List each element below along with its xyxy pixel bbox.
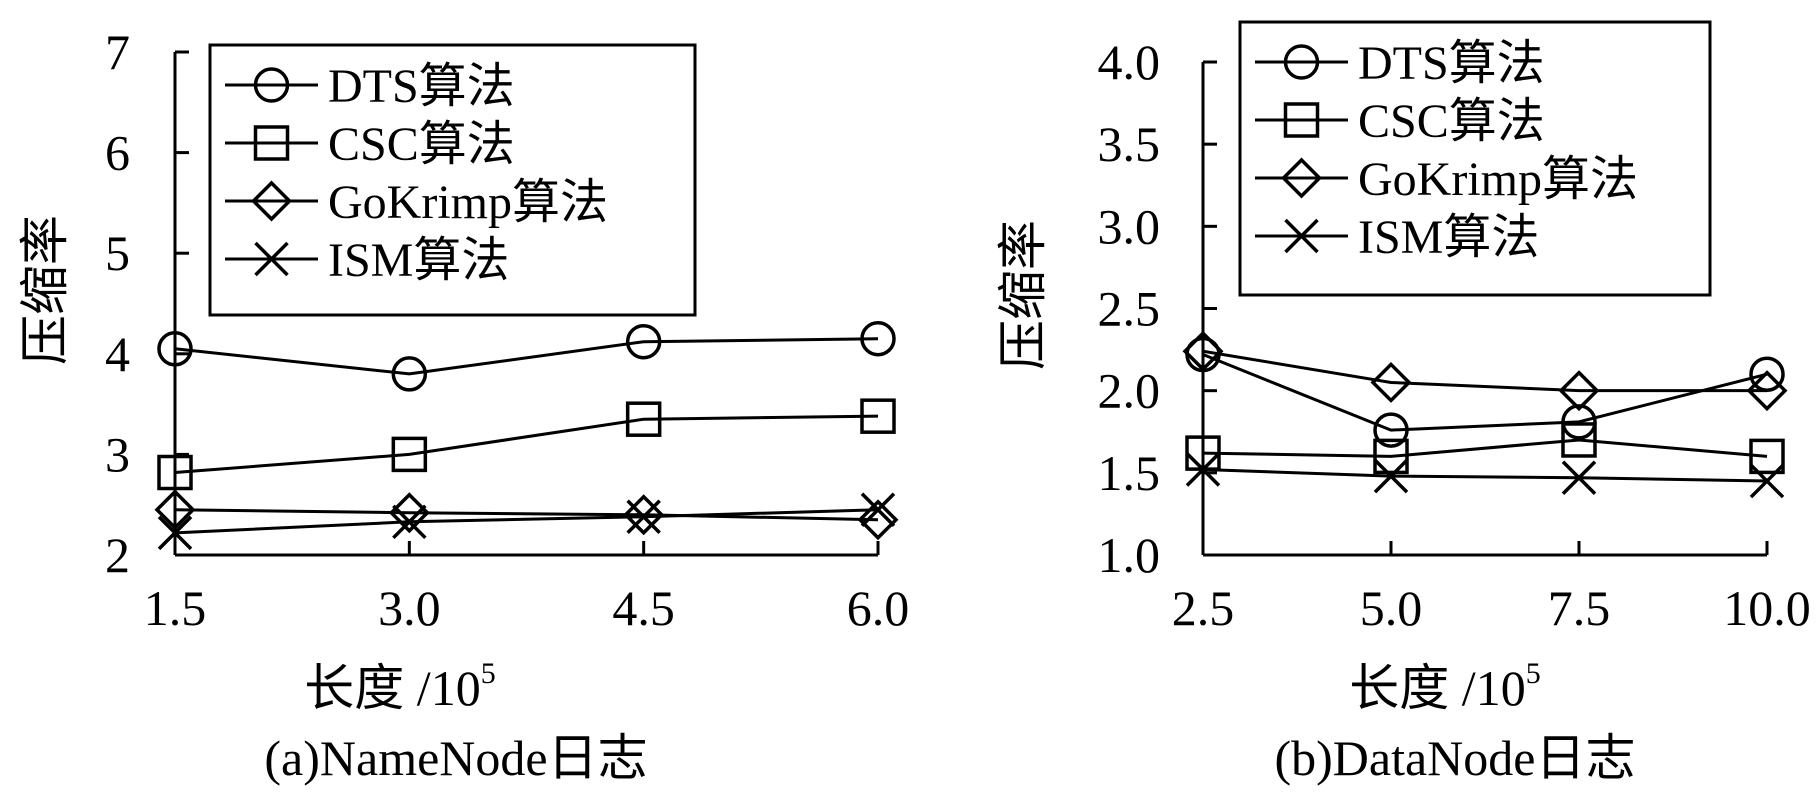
legend-box <box>208 43 697 317</box>
y-tick-label: 7 <box>105 24 130 80</box>
x-tick-label: 10.0 <box>1723 580 1811 636</box>
data-point-x <box>626 499 661 535</box>
data-point-circle <box>1373 412 1409 448</box>
y-tick-labels: 2 3 4 5 6 7 <box>105 24 130 583</box>
legend-label: GoKrimp算法 <box>328 176 608 229</box>
data-point-diamond <box>857 499 899 541</box>
data-point-circle <box>625 323 662 360</box>
legend-marker-square <box>1283 102 1320 138</box>
x-tick-label: 6.0 <box>847 580 910 636</box>
data-point-square <box>1749 438 1785 475</box>
x-tick-label: 2.5 <box>1172 580 1235 636</box>
y-tick-label: 2 <box>105 527 130 583</box>
data-point-x <box>392 504 427 540</box>
x-tick-labels: 2.5 5.0 7.5 10.0 <box>1172 580 1811 636</box>
series-line-circle <box>174 337 879 376</box>
series-line-diamond <box>174 508 879 522</box>
data-point-diamond <box>388 492 430 534</box>
y-tick-labels: 1.0 1.5 2.0 2.5 3.0 3.5 4.0 <box>1098 34 1161 583</box>
series-line-circle <box>1202 353 1768 432</box>
data-point-diamond <box>1558 370 1600 412</box>
legend-marker-diamond <box>251 180 292 222</box>
data-point-circle <box>391 356 428 392</box>
series-line-x <box>1202 468 1768 483</box>
data-point-square <box>157 454 193 491</box>
y-tick-label: 1.5 <box>1098 445 1161 501</box>
x-tick-labels: 1.5 3.0 4.5 6.0 <box>144 580 910 636</box>
legend-label: ISM算法 <box>328 234 509 287</box>
series-line-square <box>174 414 879 475</box>
data-point-x <box>1561 460 1597 496</box>
y-tick-label: 3.5 <box>1098 116 1161 172</box>
data-point-x <box>860 492 896 527</box>
data-point-square <box>391 436 428 473</box>
legend-label: ISM算法 <box>1358 211 1539 264</box>
data-point-x <box>1185 452 1221 487</box>
legend-label: DTS算法 <box>1358 37 1545 90</box>
series-line-square <box>1202 438 1768 458</box>
series-line-x <box>174 508 879 535</box>
legend-marker-square <box>253 125 290 161</box>
data-point-circle <box>1561 404 1597 440</box>
data-point-x <box>1373 458 1409 494</box>
chart-panel-namenode: 压缩率 2 3 4 5 6 7 1.5 3.0 4.5 6.0 长度 /105 (a)NameN… <box>17 24 909 786</box>
y-tick-label: 3 <box>105 426 130 482</box>
y-tick-label: 4 <box>105 326 130 382</box>
plot-area <box>1182 330 1788 499</box>
plot-area <box>154 320 899 551</box>
legend-marker-diamond <box>1281 157 1322 199</box>
data-point-x <box>157 515 193 551</box>
data-point-x <box>1749 463 1785 499</box>
legend-label: CSC算法 <box>328 118 515 171</box>
data-point-diamond <box>623 494 665 536</box>
data-point-square <box>1373 438 1409 475</box>
panel-caption: (b)DataNode日志 <box>1275 730 1636 786</box>
x-axis-label: 长度 /105 <box>1349 657 1540 716</box>
legend-label: DTS算法 <box>328 60 515 113</box>
data-point-diamond <box>1182 330 1224 372</box>
y-tick-label: 2.0 <box>1098 363 1161 419</box>
legend-marker-circle <box>253 67 290 103</box>
data-point-square <box>625 401 662 437</box>
legend-marker-x <box>254 241 289 277</box>
data-point-diamond <box>154 489 196 531</box>
y-tick-label: 2.5 <box>1098 281 1161 337</box>
data-point-square <box>1561 422 1597 458</box>
data-point-circle <box>860 320 896 357</box>
series-line-diamond <box>1202 349 1767 393</box>
legend-marker-circle <box>1283 44 1320 80</box>
y-tick-label: 6 <box>105 125 130 181</box>
y-tick-label: 1.0 <box>1098 527 1161 583</box>
y-tick-label: 3.0 <box>1098 198 1161 254</box>
x-tick-label: 7.5 <box>1548 580 1611 636</box>
y-tick-label: 5 <box>105 225 130 281</box>
data-point-diamond <box>1370 361 1412 403</box>
y-axis-label: 压缩率 <box>995 220 1051 370</box>
axes <box>1201 60 1769 557</box>
data-point-square <box>860 398 896 434</box>
x-axis-label: 长度 /105 <box>304 657 495 716</box>
legend-marker-x <box>1284 218 1319 254</box>
y-tick-label: 4.0 <box>1098 34 1161 90</box>
x-tick-label: 5.0 <box>1360 580 1423 636</box>
x-tick-label: 3.0 <box>378 580 441 636</box>
data-point-diamond <box>1746 370 1788 412</box>
legend-label: GoKrimp算法 <box>1358 153 1638 206</box>
data-point-circle <box>157 331 193 367</box>
legend-label: CSC算法 <box>1358 95 1545 148</box>
x-tick-label: 4.5 <box>612 580 675 636</box>
panel-caption: (a)NameNode日志 <box>264 730 647 786</box>
x-tick-label: 1.5 <box>144 580 207 636</box>
y-axis-label: 压缩率 <box>17 215 73 365</box>
